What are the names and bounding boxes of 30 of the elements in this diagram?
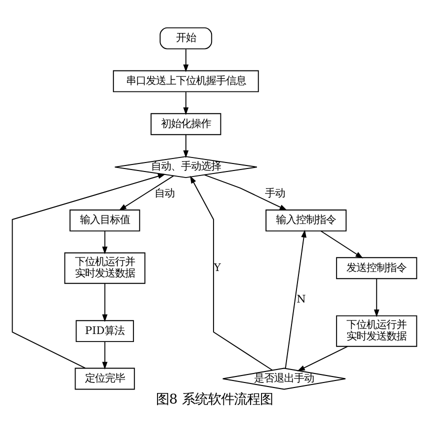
arrow xyxy=(284,229,306,368)
node-box: 定位完毕 xyxy=(74,367,135,390)
node-box: 下位机运行并实时发送数据 xyxy=(336,314,418,346)
node-box: 发送控制指令 xyxy=(336,256,418,279)
arrow xyxy=(190,175,273,370)
arrow xyxy=(12,173,166,368)
arrow xyxy=(183,48,189,72)
arrow xyxy=(118,174,174,210)
arrow xyxy=(297,345,348,371)
edge-label: 手动 xyxy=(265,186,286,199)
node-box: 初始化操作 xyxy=(150,112,222,135)
arrow xyxy=(102,340,108,370)
arrow xyxy=(374,278,380,317)
node-box: 串口发送上下位机握手信息 xyxy=(112,70,259,92)
edge-label: Y xyxy=(214,261,221,274)
arrow xyxy=(102,282,108,322)
arrow xyxy=(183,134,189,158)
node-box: PID算法 xyxy=(76,320,134,342)
node-diamond: 是否退出手动 xyxy=(222,367,346,390)
arrow xyxy=(183,91,189,115)
node-box: 下位机运行并实时发送数据 xyxy=(64,252,146,284)
node-box: 开始 xyxy=(160,26,212,49)
arrow xyxy=(204,174,288,210)
arrow xyxy=(102,230,108,254)
edge-label: N xyxy=(296,292,306,305)
edge-label: 自动 xyxy=(154,186,174,199)
arrow xyxy=(320,230,364,258)
node-box: 输入控制指令 xyxy=(266,208,347,231)
node-box: 输入目标值 xyxy=(70,208,140,231)
caption: 图8 系统软件流程图 xyxy=(156,392,273,408)
